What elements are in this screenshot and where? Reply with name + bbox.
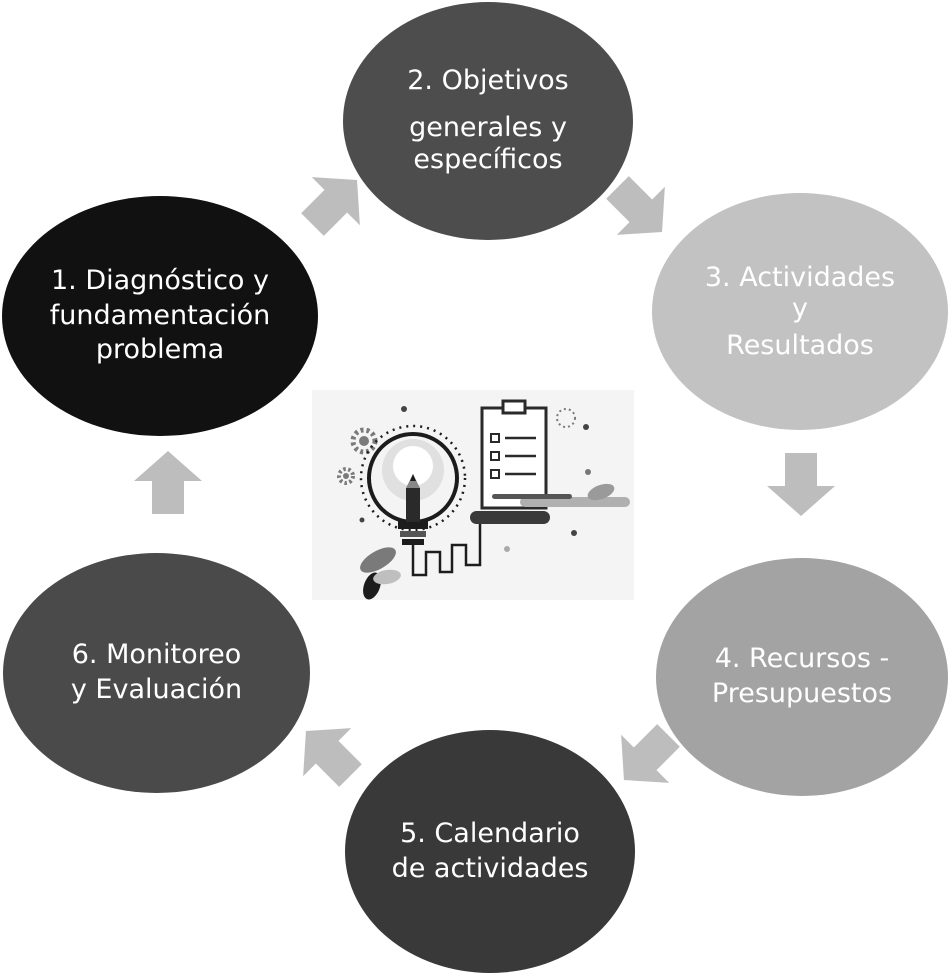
step-4-line-2: Presupuestos bbox=[711, 678, 893, 709]
step-4-line-1: 4. Recursos - bbox=[714, 643, 890, 675]
step-3-actividades: 3. Actividades y Resultados bbox=[652, 193, 948, 430]
step-5-calendario: 5. Calendario de actividades bbox=[345, 730, 635, 973]
clipboard-checklist-icon bbox=[480, 399, 548, 510]
wire-line bbox=[411, 520, 482, 577]
leaf-left-top bbox=[360, 547, 396, 573]
lightbulb-pencil-checklist-icon bbox=[312, 390, 634, 600]
step-2-line-2: generales y bbox=[409, 111, 567, 143]
step-5-line-2: de actividades bbox=[391, 852, 589, 884]
pencil-icon bbox=[406, 474, 420, 522]
step-2-line-1: 2. Objetivos bbox=[407, 65, 569, 97]
step-3-line-2: y bbox=[792, 292, 808, 324]
step-5-line-1: 5. Calendario bbox=[400, 817, 580, 849]
step-6-line-2: y Evaluación bbox=[70, 674, 243, 705]
step-1-line-1: 1. Diagnóstico y bbox=[50, 265, 270, 297]
step-3-line-1: 3. Actividades bbox=[704, 261, 896, 293]
arrow-3-to-4 bbox=[767, 453, 835, 516]
step-6-line-1: 6. Monitoreo bbox=[71, 639, 242, 671]
bar-thin bbox=[492, 494, 572, 499]
step-1-diagnostico: 1. Diagnóstico y fundamentación problema bbox=[2, 196, 318, 436]
leaf-shape bbox=[587, 483, 615, 501]
arrow-4-to-5 bbox=[599, 711, 693, 805]
bar-dark bbox=[470, 511, 550, 524]
step-6-monitoreo: 6. Monitoreo y Evaluación bbox=[3, 553, 310, 793]
step-1-line-3: problema bbox=[95, 334, 225, 366]
arrow-6-to-1 bbox=[134, 451, 202, 514]
arrow-1-to-2 bbox=[288, 155, 382, 249]
step-2-line-3: específicos bbox=[413, 144, 563, 176]
step-4-recursos: 4. Recursos - Presupuestos bbox=[656, 558, 948, 796]
gear-small-icon bbox=[337, 467, 355, 485]
step-1-line-2: fundamentación bbox=[49, 299, 271, 331]
leaf-left-light bbox=[373, 569, 401, 585]
arrow-5-to-6 bbox=[281, 706, 375, 800]
bar-light bbox=[520, 497, 630, 507]
lightbulb-icon bbox=[359, 424, 467, 545]
step-3-line-3: Resultados bbox=[726, 330, 874, 362]
arrow-2-to-3 bbox=[593, 163, 687, 257]
step-2-objetivos: 2. Objetivos generales y específicos bbox=[343, 2, 633, 240]
